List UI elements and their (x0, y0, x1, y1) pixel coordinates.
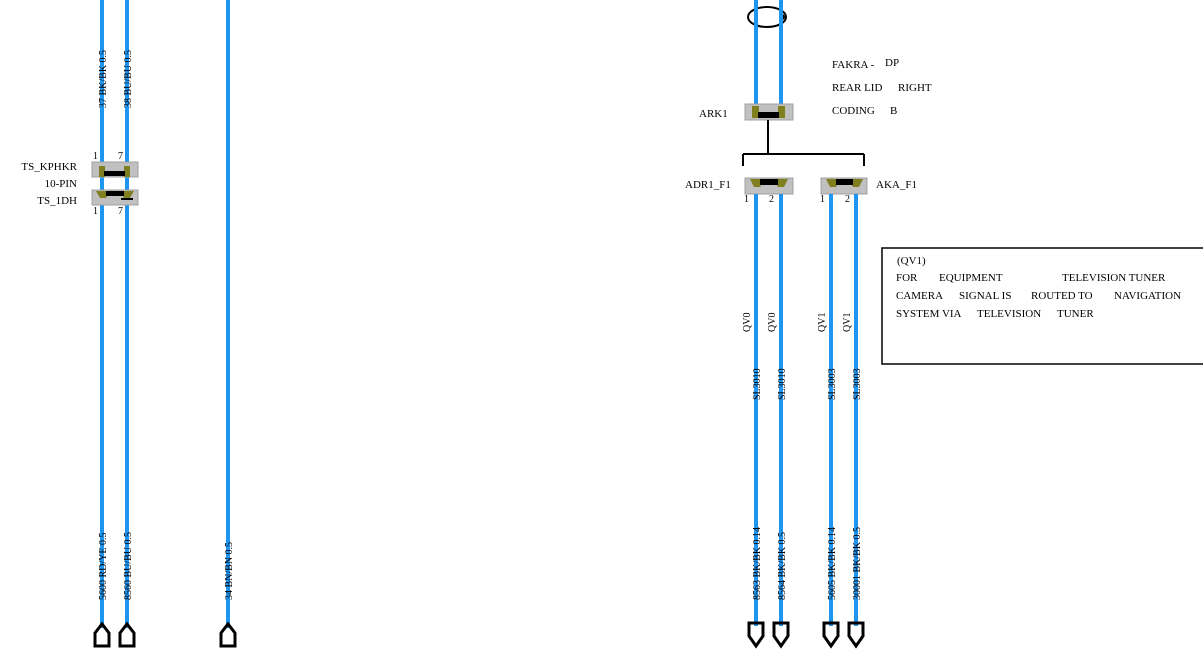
note-line1-b: EQUIPMENT (939, 272, 1003, 284)
pin-bottom-1: 1 (93, 206, 98, 217)
adr1-wire-2-qv-label: QV0 (767, 313, 778, 332)
arrow-up-icon[interactable] (93, 621, 111, 648)
adr1-wire-1-sl-label: SL3010 (752, 368, 763, 400)
ark1-info-line1-a: FAKRA - (832, 59, 875, 71)
connector-name-ark1: ARK1 (699, 108, 728, 120)
connector-ts-kphkr[interactable] (91, 161, 139, 178)
ark1-info-line1-b: DP (885, 57, 899, 69)
aka-wire-1-sl-label: SL3003 (827, 368, 838, 400)
ark1-info-line3-a: CODING (832, 105, 875, 117)
connector-name-aka-f1: AKA_F1 (876, 179, 917, 191)
arrow-up-icon[interactable] (219, 621, 237, 648)
note-line1-c: TELEVISION TUNER (1062, 272, 1166, 284)
connector-aka-f1[interactable] (820, 177, 868, 195)
ark1-info-line2-b: RIGHT (898, 82, 932, 94)
wire-3-bottom-label: 34 BN/BN 0.5 (224, 542, 235, 600)
note-line2-b: SIGNAL IS (959, 290, 1011, 302)
arrow-down-icon[interactable] (747, 621, 765, 649)
aka-wire-1-bottom-label: 5605 BK/BK 0.14 (827, 527, 838, 600)
connector-name-ts-kphkr: TS_KPHKR (21, 161, 77, 173)
note-line1-a: FOR (896, 272, 918, 284)
wire-1-bottom-label: 5600 RD/YE 0.5 (98, 533, 109, 601)
pin-top-7: 7 (118, 151, 123, 162)
wire-2-top-label: 38 BU/BU 0.5 (123, 50, 134, 108)
note-box-qv1: (QV1) FOR EQUIPMENT TELEVISION TUNER CAM… (881, 247, 1203, 365)
connector-name-adr1-f1: ADR1_F1 (685, 179, 731, 191)
adr1-wire-1-qv-label: QV0 (742, 313, 753, 332)
arrow-down-icon[interactable] (822, 621, 840, 649)
connector-pin-count: 10-PIN (45, 178, 77, 190)
wire-1-top-label: 37 BK/BK 0.5 (98, 50, 109, 108)
adr1-wire-2-bottom-label: 8564 BK/BK 0.5 (777, 532, 788, 600)
pin-top-1: 1 (93, 151, 98, 162)
note-line2-a: CAMERA (896, 290, 943, 302)
aka-wire-1-qv-label: QV1 (817, 313, 828, 332)
connector-bracket (742, 120, 865, 166)
note-line3-a: SYSTEM VIA (896, 308, 962, 320)
arrow-down-icon[interactable] (772, 621, 790, 649)
aka-pin-2: 2 (845, 194, 850, 205)
connector-ts-1dh[interactable] (91, 189, 139, 206)
ark1-info-line3-b: B (890, 105, 897, 117)
connector-ark1[interactable] (744, 103, 794, 121)
right-wire-group: ARK1 FAKRA - DP REAR LID RIGHT CODING B … (685, 0, 932, 649)
note-line2-c: ROUTED TO (1031, 290, 1093, 302)
adr1-pin-1: 1 (744, 194, 749, 205)
connector-name-ts-1dh: TS_1DH (37, 195, 77, 207)
note-line2-d: NAVIGATION (1114, 290, 1181, 302)
note-title: (QV1) (897, 255, 926, 267)
aka-wire-2-sl-label: SL3003 (852, 368, 863, 400)
aka-wire-2-qv-label: QV1 (842, 313, 853, 332)
note-line3-c: TUNER (1057, 308, 1094, 320)
connector-adr1-f1[interactable] (744, 177, 794, 195)
wire-2-bottom-label: 8560 BU/BU 0.5 (123, 532, 134, 600)
arrow-up-icon[interactable] (118, 621, 136, 648)
adr1-pin-2: 2 (769, 194, 774, 205)
note-line3-b: TELEVISION (977, 308, 1041, 320)
arrow-down-icon[interactable] (847, 621, 865, 649)
left-wire-group: 37 BK/BK 0.5 38 BU/BU 0.5 1 7 1 7 TS_KPH… (21, 0, 237, 648)
aka-wire-2-bottom-label: 30001 BK/BK 0.5 (852, 527, 863, 600)
aka-pin-1: 1 (820, 194, 825, 205)
adr1-wire-1-bottom-label: 8563 BK/BK 0.14 (752, 527, 763, 600)
adr1-wire-2-sl-label: SL3010 (777, 368, 788, 400)
pin-bottom-7: 7 (118, 206, 123, 217)
ark1-info-line2-a: REAR LID (832, 82, 882, 94)
